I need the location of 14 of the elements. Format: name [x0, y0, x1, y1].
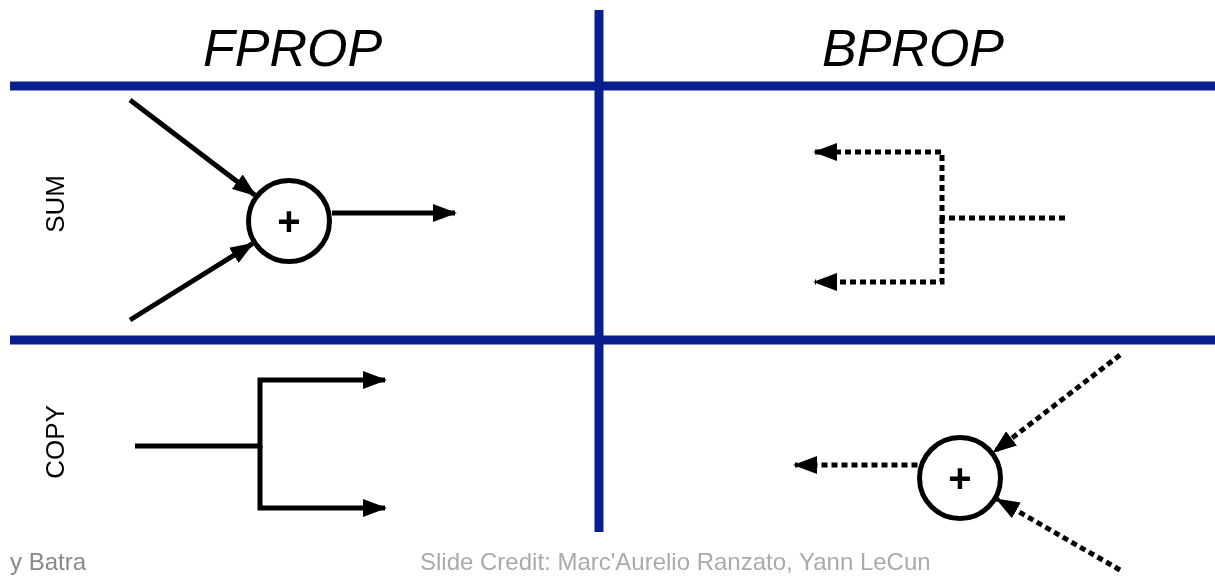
arrow: [128, 241, 255, 323]
row-heading: SUM: [40, 175, 71, 233]
author-credit: y Batra: [10, 548, 87, 576]
arrow: [995, 497, 1122, 573]
credit-text: Slide Credit: Marc'Aurelio Ranzato, Yann LeCun: [420, 548, 931, 576]
plus-circle: +: [246, 178, 332, 264]
column-heading: BPROP: [822, 18, 1005, 78]
column-heading: FPROP: [203, 18, 383, 78]
arrow: [128, 98, 257, 197]
row-heading: COPY: [40, 405, 71, 479]
arrow: [793, 456, 918, 474]
arrow: [332, 204, 457, 222]
plus-circle: +: [917, 435, 1003, 521]
arrow: [992, 353, 1122, 454]
